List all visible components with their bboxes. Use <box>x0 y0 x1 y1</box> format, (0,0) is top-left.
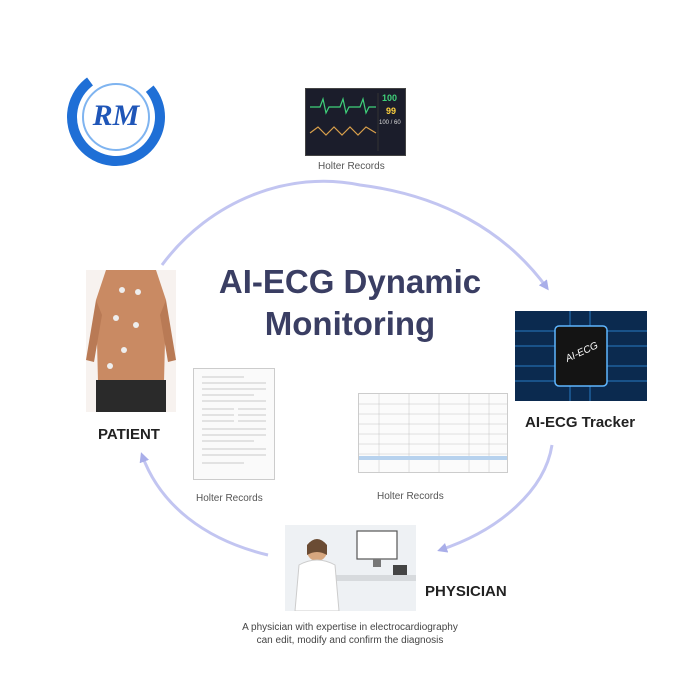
monitor-spo2: 99 <box>386 106 397 116</box>
patient-image <box>86 270 176 412</box>
ecg-waveform-icon <box>309 93 379 151</box>
right-holter-caption: Holter Records <box>377 491 444 502</box>
table-grid-icon <box>359 394 507 472</box>
holter-monitor-image: 100 99 100 / 60 <box>305 88 406 156</box>
monitor-hr: 100 <box>382 93 398 103</box>
logo-text: RM <box>92 99 140 132</box>
patient-label: PATIENT <box>98 426 160 443</box>
logo-ring-icon <box>67 68 165 166</box>
arrow-to-physician <box>437 444 554 553</box>
ai-ecg-tracker-image: AI-ECG <box>515 311 647 401</box>
diagram-title-line1: AI-ECG Dynamic <box>218 263 482 300</box>
physician-caption-line1: A physician with expertise in electrocar… <box>242 622 458 633</box>
right-holter-table <box>358 393 508 473</box>
monitor-bp: 100 / 60 <box>379 120 401 126</box>
physician-label: PHYSICIAN <box>425 583 507 600</box>
logo: RM <box>62 63 170 171</box>
chip-icon <box>515 311 647 401</box>
arrow-to-patient <box>139 452 269 557</box>
ai-ecg-tracker-label: AI-ECG Tracker <box>525 414 636 431</box>
physician-image <box>285 525 416 611</box>
diagram-title-line2: Monitoring <box>264 305 436 342</box>
physician-caption-line2: can edit, modify and confirm the diagnos… <box>256 635 444 646</box>
report-lines-icon <box>202 376 266 464</box>
arrow-to-tracker <box>160 179 549 291</box>
top-holter-caption: Holter Records <box>318 161 385 172</box>
left-holter-caption: Holter Records <box>196 493 263 504</box>
left-holter-report <box>193 368 275 480</box>
physician-desk-icon <box>285 525 416 611</box>
patient-torso-icon <box>86 270 176 412</box>
